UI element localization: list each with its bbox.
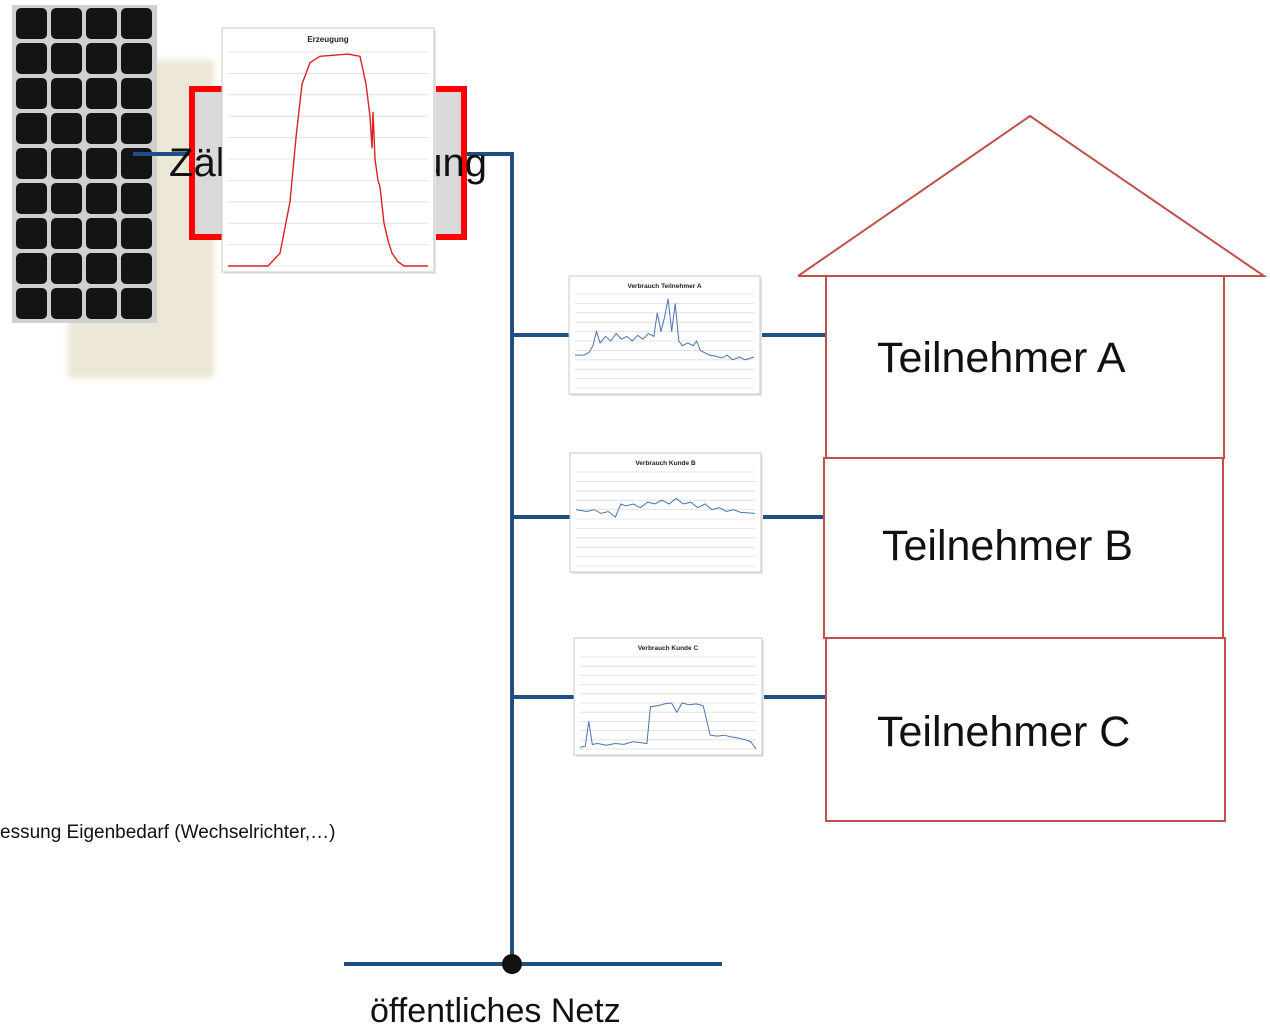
grid-junction-dot bbox=[502, 954, 522, 974]
solar-cell bbox=[16, 218, 47, 249]
solar-cell bbox=[16, 113, 47, 144]
house bbox=[797, 114, 1268, 822]
house-label-a: Teilnehmer A bbox=[877, 334, 1126, 382]
house-unit-c bbox=[825, 637, 1226, 822]
solar-cell bbox=[86, 43, 117, 74]
chart-frame bbox=[569, 452, 762, 573]
solar-cell bbox=[86, 253, 117, 284]
chart-frame bbox=[573, 637, 763, 756]
grid-label: öffentliches Netz bbox=[370, 992, 621, 1030]
solar-cell bbox=[121, 288, 152, 319]
house-label-c: Teilnehmer C bbox=[877, 708, 1131, 756]
chart-frame bbox=[221, 27, 435, 273]
solar-cell bbox=[16, 288, 47, 319]
chart-frame bbox=[568, 275, 761, 395]
verbrauch-a-chart: Verbrauch Teilnehmer A bbox=[568, 275, 762, 396]
solar-cell bbox=[51, 113, 82, 144]
verbrauch-c-chart: Verbrauch Kunde C bbox=[573, 637, 764, 757]
solar-cell bbox=[86, 148, 117, 179]
solar-cell bbox=[16, 183, 47, 214]
house-unit-b bbox=[823, 457, 1224, 639]
solar-cell bbox=[51, 43, 82, 74]
solar-cell bbox=[16, 78, 47, 109]
verbrauch-b-chart: Verbrauch Kunde B bbox=[569, 452, 763, 574]
solar-cell bbox=[51, 148, 82, 179]
solar-cell bbox=[86, 183, 117, 214]
solar-cell bbox=[86, 113, 117, 144]
chart-series-line bbox=[579, 702, 757, 750]
solar-cell bbox=[16, 8, 47, 39]
solar-cell bbox=[86, 78, 117, 109]
solar-cell bbox=[16, 148, 47, 179]
solar-cell bbox=[86, 8, 117, 39]
solar-cell bbox=[51, 78, 82, 109]
wiring bbox=[133, 152, 826, 966]
chart-title: Verbrauch Kunde C bbox=[638, 645, 699, 652]
solar-cell bbox=[86, 218, 117, 249]
house-label-b: Teilnehmer B bbox=[882, 522, 1133, 570]
solar-cell bbox=[16, 253, 47, 284]
self-consumption-note: essung Eigenbedarf (Wechselrichter,…) bbox=[0, 822, 336, 843]
solar-cell bbox=[16, 43, 47, 74]
solar-cell bbox=[51, 288, 82, 319]
solar-cell bbox=[121, 253, 152, 284]
solar-cell bbox=[51, 218, 82, 249]
chart-title: Verbrauch Kunde B bbox=[635, 460, 696, 467]
solar-cell bbox=[86, 288, 117, 319]
chart-title: Erzeugung bbox=[307, 35, 348, 44]
chart-series-line bbox=[575, 298, 755, 361]
solar-cell bbox=[121, 8, 152, 39]
solar-cell bbox=[121, 218, 152, 249]
solar-cell bbox=[121, 78, 152, 109]
solar-cell bbox=[121, 183, 152, 214]
chart-series-line bbox=[575, 497, 756, 518]
solar-cell bbox=[51, 253, 82, 284]
house-roof bbox=[797, 114, 1268, 277]
solar-cell bbox=[121, 113, 152, 144]
solar-cell bbox=[51, 183, 82, 214]
solar-cell bbox=[121, 43, 152, 74]
erzeugung-chart: Erzeugung bbox=[221, 27, 436, 274]
main-bus-wire bbox=[466, 152, 514, 964]
solar-cell bbox=[51, 8, 82, 39]
chart-title: Verbrauch Teilnehmer A bbox=[627, 283, 701, 290]
chart-series-line bbox=[228, 53, 428, 267]
solar-panel-icon bbox=[12, 5, 157, 323]
